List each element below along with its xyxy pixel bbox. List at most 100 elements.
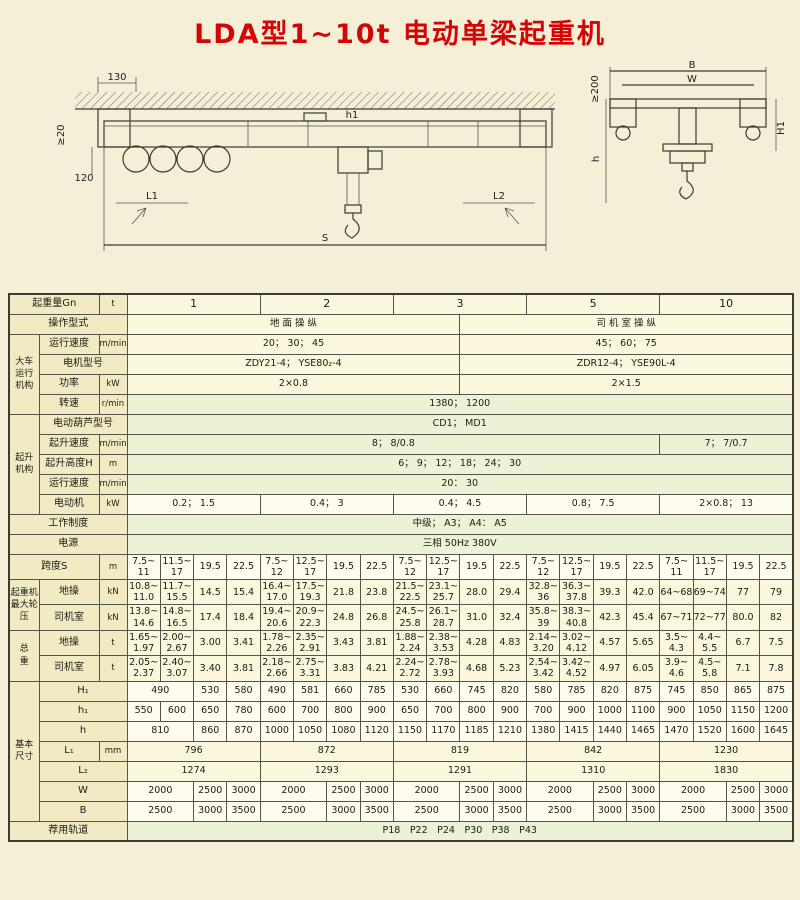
hook-icon <box>344 213 360 239</box>
row-label-cell: h₁ <box>38 700 128 722</box>
value-cell: 23.1~ 25.7 <box>426 578 461 606</box>
value-cell: 20； 30； 45 <box>126 333 461 355</box>
unit-cell: kW <box>98 373 128 395</box>
value-cell: 580 <box>226 680 261 702</box>
value-cell: 1293 <box>259 760 394 782</box>
value-cell: 18.4 <box>226 604 261 631</box>
value-cell: 中级； A3； A4： A5 <box>126 513 794 535</box>
value-cell: 2000 <box>526 780 594 802</box>
value-cell: 1310 <box>526 760 661 782</box>
value-cell: 1050 <box>292 720 328 742</box>
unit-cell: t <box>98 293 128 315</box>
unit-cell: r/min <box>98 393 128 415</box>
value-cell: 21.5~ 22.5 <box>392 578 428 606</box>
dim-ge20-label: ≥20 <box>56 124 67 145</box>
value-cell: 819 <box>392 740 528 762</box>
row-label-cell: B <box>38 800 128 822</box>
unit-cell: m/min <box>98 333 128 355</box>
value-cell: 8； 8/0.8 <box>126 433 661 455</box>
value-cell: 2500 <box>459 780 494 802</box>
dim-L1-label: L1 <box>146 191 158 202</box>
crane-side-view: 130 ≥20 120 L1 L2 S h1 <box>56 72 555 251</box>
value-cell: 16.4~ 17.0 <box>259 578 294 606</box>
value-cell: 7.5~ 12 <box>392 553 428 580</box>
value-cell: 77 <box>725 578 761 606</box>
value-cell: 31.0 <box>459 604 494 631</box>
value-cell: 1600 <box>725 720 761 742</box>
row-label-cell: 地操 <box>38 629 100 657</box>
value-cell: 12.5~ 17 <box>426 553 461 580</box>
value-cell: 24.8 <box>326 604 361 631</box>
value-cell: 21.8 <box>326 578 361 606</box>
value-cell: 3.9~ 4.6 <box>659 655 694 682</box>
value-cell: 2500 <box>326 780 361 802</box>
electric-hoist <box>337 146 383 239</box>
value-cell: 1470 <box>659 720 694 742</box>
dim-130-label: 130 <box>107 72 126 83</box>
value-cell: 2000 <box>259 780 328 802</box>
value-cell: 19.4~ 20.6 <box>259 604 294 631</box>
value-cell: 900 <box>659 700 694 722</box>
value-cell: 7.5~ 11 <box>126 553 161 580</box>
value-cell: 地 面 操 纵 <box>126 313 461 335</box>
row-label-cell: 地操 <box>38 578 100 606</box>
wheel-icon <box>176 145 204 173</box>
unit-cell: m <box>98 453 128 475</box>
value-cell: 1000 <box>259 720 294 742</box>
row-label-cell: 电动机 <box>38 493 100 515</box>
value-cell: 2.75~ 3.31 <box>292 655 328 682</box>
value-cell: 3000 <box>725 800 761 822</box>
value-cell: 3.81 <box>226 655 261 682</box>
unit-cell: m <box>98 553 128 580</box>
value-cell: 2.14~ 3.20 <box>526 629 561 657</box>
row-label-cell: 司机室 <box>38 655 100 682</box>
value-cell: 820 <box>592 680 627 702</box>
value-cell: 1150 <box>392 720 428 742</box>
value-cell: 14.5 <box>193 578 228 606</box>
value-cell: 7.5~ 12 <box>259 553 294 580</box>
capacity-header-cell: 2 <box>259 293 394 315</box>
value-cell: 3000 <box>359 780 394 802</box>
value-cell: 69~74 <box>692 578 727 606</box>
value-cell: 2×0.8； 13 <box>659 493 794 515</box>
technical-drawing-svg: 130 ≥20 120 L1 L2 S h1 <box>56 60 787 251</box>
value-cell: 580 <box>526 680 561 702</box>
wheel-icon <box>122 145 150 173</box>
value-cell: 1185 <box>459 720 494 742</box>
row-label-cell: 转速 <box>38 393 100 415</box>
value-cell: CD1； MD1 <box>126 413 794 435</box>
value-cell: 36.3~ 37.8 <box>559 578 594 606</box>
row-label-cell: 司机室 <box>38 604 100 631</box>
value-cell: 42.0 <box>625 578 661 606</box>
value-cell: 1465 <box>625 720 661 742</box>
unit-cell: m/min <box>98 473 128 495</box>
value-cell: 5.23 <box>492 655 528 682</box>
value-cell: 2500 <box>659 800 727 822</box>
value-cell: 4.4~ 5.5 <box>692 629 727 657</box>
value-cell: 29.4 <box>492 578 528 606</box>
group-label-cell: 起升 机构 <box>8 413 40 515</box>
page-title: LDA型1~10t 电动单梁起重机 <box>194 19 606 50</box>
row-label-cell: 操作型式 <box>8 313 128 335</box>
spec-row: 电源三相 50Hz 380V <box>8 533 794 555</box>
row-label-cell: h <box>38 720 128 742</box>
value-cell: 4.83 <box>492 629 528 657</box>
value-cell: 1830 <box>659 760 794 782</box>
value-cell: 3.43 <box>326 629 361 657</box>
value-cell: 700 <box>526 700 561 722</box>
dim-h1-label: h1 <box>346 110 359 121</box>
value-cell: 2.18~ 2.66 <box>259 655 294 682</box>
end-truck-right <box>519 108 553 148</box>
